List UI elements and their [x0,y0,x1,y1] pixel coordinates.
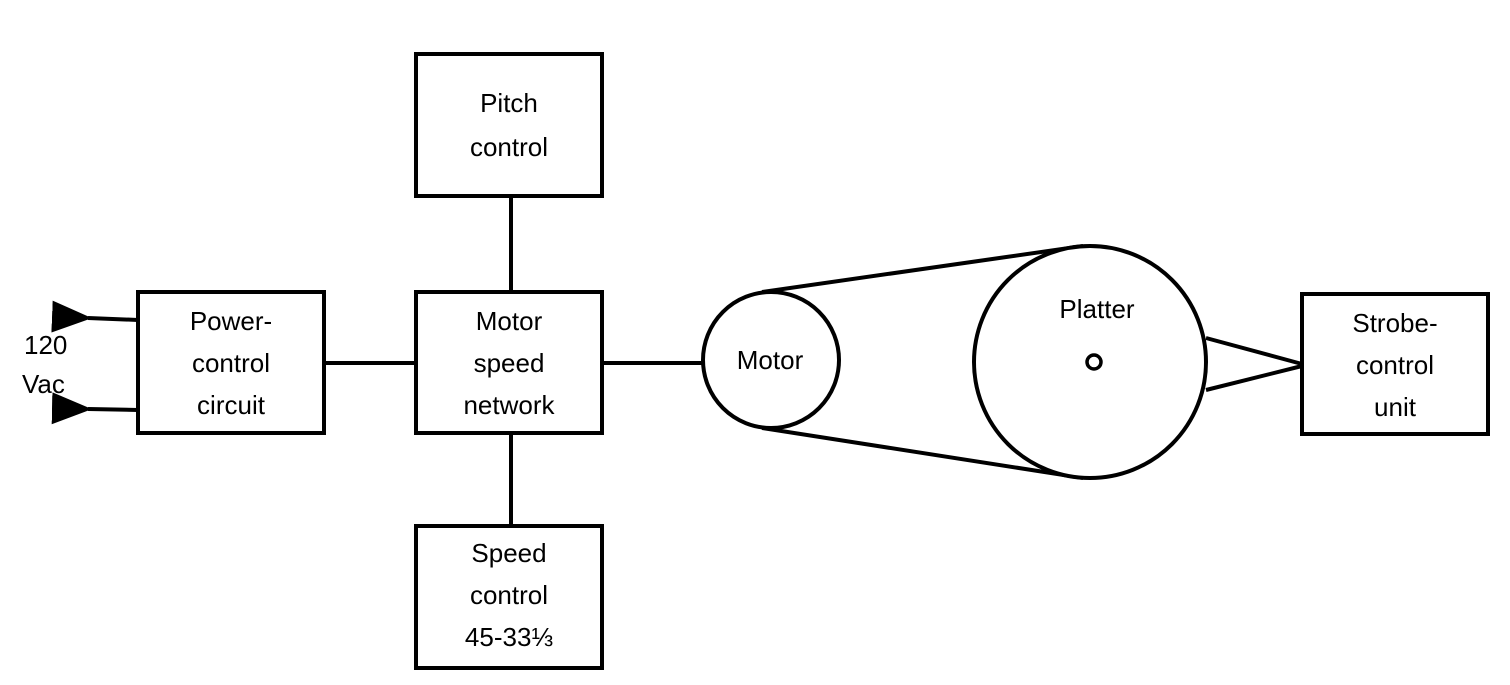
power-control-label-line3: circuit [197,390,266,420]
strobe-control-label-line1: Strobe- [1352,308,1437,338]
platter-label: Platter [1059,294,1134,324]
motor-speed-network-label-line3: network [463,390,555,420]
platter-spindle-icon [1085,353,1103,371]
belt-top [761,244,1084,294]
speed-control-label-line1: Speed [471,538,546,568]
ac-input-arrow-bottom [51,392,139,425]
power-control-label-line1: Power- [190,306,272,336]
speed-control-block: Speed control 45-33⅓ [414,524,604,670]
strobe-beam-bottom [1205,364,1303,392]
power-control-label-line2: control [192,348,270,378]
speed-control-label-line2: control [470,580,548,610]
strobe-control-label-line3: unit [1374,392,1417,422]
speed-control-label-line3: 45-33⅓ [465,622,553,652]
pitch-control-block: Pitch control [414,52,604,198]
strobe-control-label-line2: control [1356,350,1434,380]
motor-label: Motor [737,345,804,375]
platter-block: Platter [972,244,1208,480]
ac-input-arrow-top [51,300,139,333]
belt-bottom [761,426,1084,480]
strobe-control-block: Strobe- control unit [1300,292,1490,436]
ac-input-label-line1: 120 [24,330,67,360]
motor-speed-network-label-line1: Motor [476,306,543,336]
ac-input-label: 120 Vac [22,330,67,399]
motor-block: Motor [701,290,841,430]
motor-speed-network-block: Motor speed network [414,290,604,435]
motor-speed-network-label-line2: speed [474,348,545,378]
power-control-block: Power- control circuit [136,290,326,435]
pitch-control-label-line1: Pitch [480,88,538,118]
pitch-control-label-line2: control [470,132,548,162]
ac-input-label-line2: Vac [22,369,65,399]
strobe-beam-top [1205,336,1303,366]
